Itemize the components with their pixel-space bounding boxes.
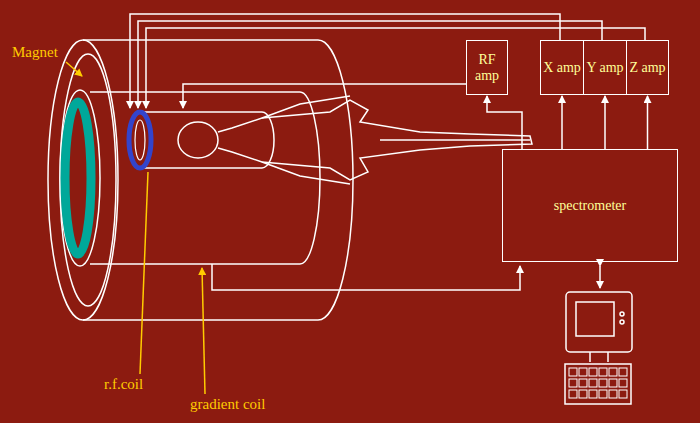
part-label: r.f.coil bbox=[104, 376, 143, 393]
signal-connector bbox=[561, 96, 563, 149]
box-text: Y amp bbox=[586, 60, 623, 76]
box-text: RF amp bbox=[467, 52, 507, 84]
box-text: spectrometer bbox=[554, 198, 626, 214]
part-label: gradient coil bbox=[190, 396, 265, 413]
part-label: Magnet bbox=[12, 44, 58, 61]
signal-connector bbox=[647, 96, 649, 149]
amplifier-box: Z amp bbox=[626, 40, 669, 95]
box-text: X amp bbox=[543, 60, 581, 76]
box-text: Z amp bbox=[629, 60, 665, 76]
signal-connector bbox=[487, 96, 522, 149]
amplifier-box: X amp bbox=[540, 40, 584, 95]
signal-connector bbox=[604, 96, 606, 149]
spectrometer-box: spectrometer bbox=[502, 149, 678, 262]
amplifier-box: RF amp bbox=[466, 40, 508, 95]
amplifier-box: Y amp bbox=[583, 40, 627, 95]
